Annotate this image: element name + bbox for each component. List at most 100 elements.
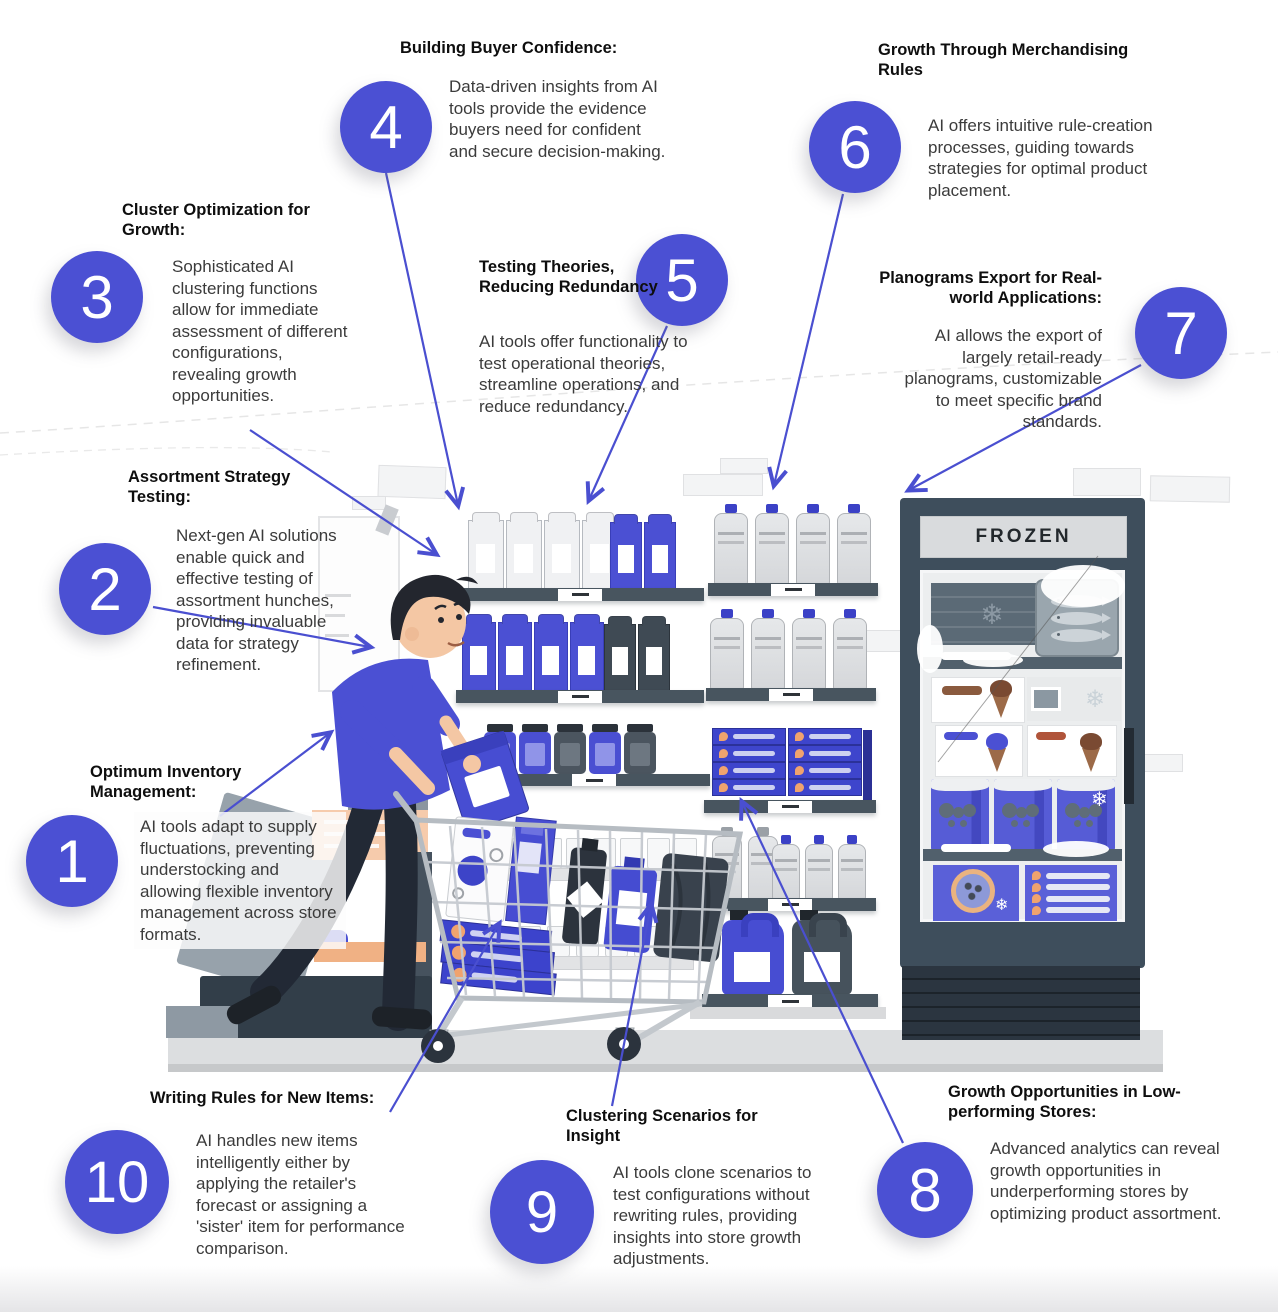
product-item [712, 779, 786, 796]
price-tag [558, 690, 602, 703]
store-floor-shadow [168, 1064, 1163, 1072]
step-4-body: Data-driven insights from AI tools provi… [449, 77, 666, 161]
product-item [805, 835, 833, 900]
frost [917, 625, 943, 673]
product-item [796, 504, 830, 585]
frost-panel: ❄ [1027, 677, 1121, 721]
product-item [712, 728, 786, 745]
cups-row [512, 838, 697, 870]
product-item [674, 838, 697, 870]
step-1-title: Optimum Inventory Management: [90, 763, 242, 802]
crate-step [166, 1006, 238, 1038]
price-tag [768, 898, 812, 911]
product-item [1032, 894, 1110, 904]
product-item [634, 926, 657, 958]
step-5-badge: 5 [636, 234, 728, 326]
pizza-stack-edge [863, 730, 872, 800]
freezer-cabinet: FROZEN ❄ ❄ ❄ [900, 498, 1145, 968]
shelf-board [478, 774, 710, 786]
cartons-dark [604, 616, 670, 692]
step-9-title: Clustering Scenarios for Insight [566, 1107, 758, 1146]
step-5-body: AI tools offer functionality to test ope… [479, 332, 688, 416]
product-item [605, 926, 628, 958]
product-item [498, 614, 532, 692]
shelf-board [708, 583, 878, 596]
shelf-board [704, 800, 876, 813]
product-item [589, 724, 621, 774]
step-10-title: Writing Rules for New Items: [150, 1089, 375, 1107]
shelf-board [456, 588, 704, 601]
frost [963, 653, 1023, 667]
hanging-sign [377, 464, 447, 500]
cups-row [460, 926, 686, 958]
shelf-board-light [508, 868, 696, 881]
price-tag [558, 588, 602, 601]
product-item [788, 745, 862, 762]
step-3-title: Cluster Optimization for Growth: [122, 201, 310, 240]
detergent-jug-dark [792, 910, 852, 995]
step-5-title: Testing Theories, Reducing Redundancy [479, 258, 658, 297]
hanging-sign [683, 474, 763, 496]
product-item [788, 779, 862, 796]
step-3-badge: 3 [51, 251, 143, 343]
shelf-base [690, 1007, 886, 1019]
arrow-to-step-4 [384, 172, 466, 511]
product-item [638, 616, 670, 692]
product-item [512, 838, 535, 870]
icecream-card-blue [935, 725, 1023, 777]
step-6-body: AI offers intuitive rule-creation proces… [928, 116, 1153, 200]
water-bottles-row [714, 504, 871, 585]
product-item [931, 779, 989, 851]
step-4-title: Building Buyer Confidence: [400, 39, 618, 57]
product-item [792, 609, 826, 690]
milk-cartons-white [468, 512, 618, 590]
product-item [576, 926, 599, 958]
price-tag [768, 995, 812, 1007]
detergent-jug-blue [722, 910, 784, 995]
price-tag [769, 688, 813, 701]
product-item [647, 838, 670, 870]
step-9-badge: 9 [490, 1160, 594, 1264]
shelf-board [456, 690, 704, 703]
hanging-sign [1073, 468, 1141, 496]
product-item [570, 614, 604, 692]
icecream-card [931, 677, 1025, 723]
step-1-body: AI tools adapt to supply fluctuations, p… [134, 812, 346, 950]
freezer-base [902, 966, 1140, 1040]
step-1-badge: 1 [26, 815, 118, 907]
step-4-badge: 4 [340, 81, 432, 173]
icecream-card-brown [1027, 725, 1117, 777]
frozen-pizza-card: ❄ [933, 865, 1019, 921]
price-tag [771, 583, 815, 596]
product-item [1057, 779, 1115, 851]
product-item [994, 779, 1052, 851]
step-7-body: AI allows the export of largely retail-r… [904, 326, 1102, 432]
product-item [644, 514, 676, 590]
freezer-door-glass: ❄ ❄ ❄ ❄ [917, 565, 1125, 922]
jars-row [484, 724, 656, 774]
product-item [593, 838, 616, 870]
step-7-title: Planograms Export for Real-world Applica… [879, 269, 1102, 308]
product-item [712, 827, 742, 900]
product-item [751, 609, 785, 690]
hanging-sign [1149, 475, 1231, 503]
product-item [712, 745, 786, 762]
step-2-title: Assortment Strategy Testing: [128, 468, 291, 507]
arrow-to-step-6 [767, 193, 845, 491]
product-item [624, 724, 656, 774]
shelf-board-light [456, 956, 694, 970]
pizza-boxes-stack [712, 728, 864, 796]
product-item [833, 609, 867, 690]
step-10-badge: 10 [65, 1130, 169, 1234]
water-bottles-row [710, 609, 867, 690]
product-item [788, 762, 862, 779]
step-3-body: Sophisticated AI clustering functions al… [172, 257, 348, 406]
product-item [1032, 882, 1110, 892]
product-item [1032, 871, 1110, 881]
product-item [663, 926, 686, 958]
hanging-sign [720, 458, 768, 474]
shelf-board [702, 994, 878, 1008]
product-item [714, 504, 748, 585]
product-item [610, 514, 642, 590]
